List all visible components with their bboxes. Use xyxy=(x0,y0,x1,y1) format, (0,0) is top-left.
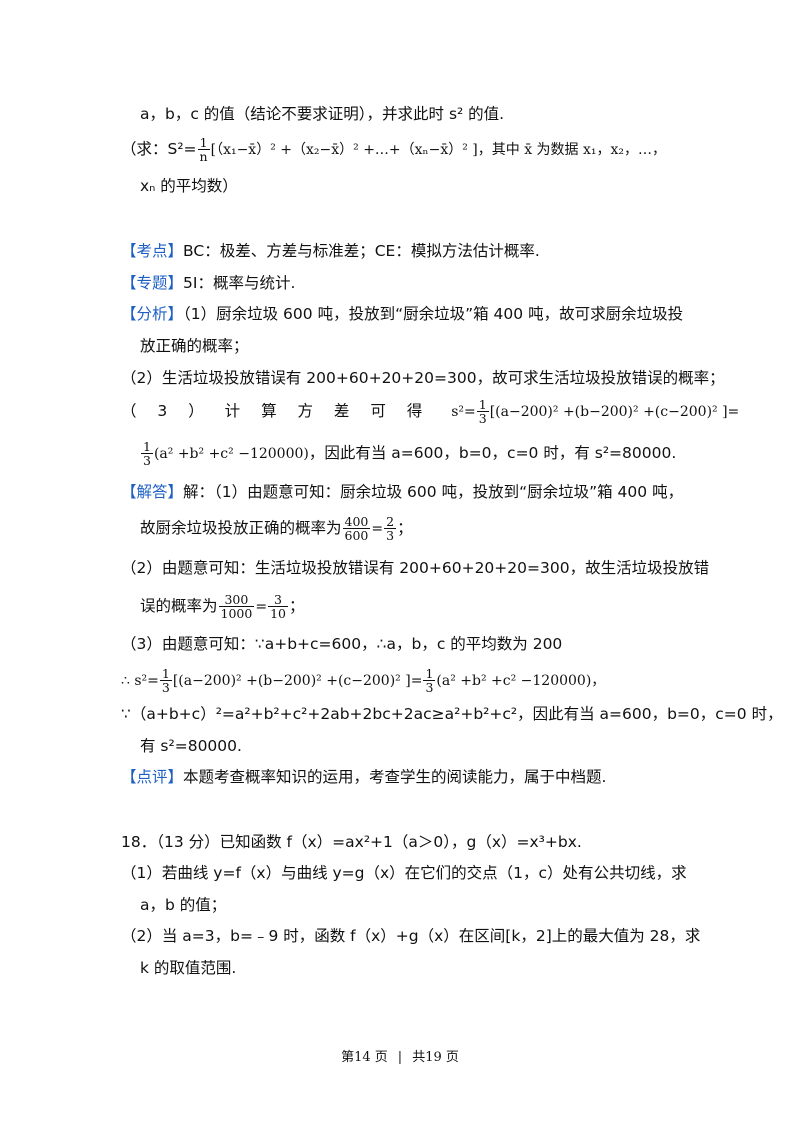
jieda-tag: 【解答】 xyxy=(121,483,184,501)
jieda-p2b: 误的概率为 xyxy=(140,597,218,615)
q18-title: 18．（13 分）已知函数 f（x）=ax²+1（a＞0），g（x）=x³+bx… xyxy=(121,833,582,851)
fenxi-p4-text: ，因此有当 a=600，b=0，c=0 时，有 s²=80000. xyxy=(308,444,677,462)
q18-part1-line1: （1）若曲线 y=f（x）与曲线 y=g（x）在它们的交点（1，c）处有公共切线… xyxy=(121,864,687,882)
fenxi-line-3: （2）生活垃圾投放错误有 200+60+20+20=300，故可求生活垃圾投放错… xyxy=(121,369,725,387)
jieda-line-1: 【解答】解：（1）由题意可知：厨余垃圾 600 吨，投放到“厨余垃圾”箱 400… xyxy=(121,481,683,503)
fenxi-p4-formula: (a² +b² +c² −120000) xyxy=(153,446,309,462)
fenxi-bracket: [(a−200)² +(b−200)² +(c−200)² ]= xyxy=(489,404,740,420)
q18-part2-line1: （2）当 a=3，b=﹣9 时，函数 f（x）+g（x）在区间[k，2]上的最大… xyxy=(121,927,701,945)
jieda-p1b: 故厨余垃圾投放正确的概率为 xyxy=(140,519,342,537)
jieda-p4-bracket: [(a−200)² +(b−200)² +(c−200)² ]= xyxy=(172,673,423,689)
dianping-text: 本题考查概率知识的运用，考查学生的阅读能力，属于中档题. xyxy=(183,768,607,786)
q18-part1-line2: a，b 的值； xyxy=(140,896,227,914)
variance-definition: [（x₁−x̄）² +（x₂−x̄）² +…+（xₙ−x̄）² ]，其中 x̄ … xyxy=(210,142,667,158)
kaodian-text: BC：极差、方差与标准差；CE：模拟方法估计概率. xyxy=(183,242,540,260)
jieda-p1a: 解：（1）由题意可知：厨余垃圾 600 吨，投放到“厨余垃圾”箱 400 吨， xyxy=(183,483,684,501)
jieda-line-7: ∵（a+b+c）²=a²+b²+c²+2ab+2bc+2ac≥a²+b²+c²，… xyxy=(121,705,783,723)
jieda-line-3: （2）由题意可知：生活垃圾投放错误有 200+60+20+20=300，故生活垃… xyxy=(121,559,710,577)
fenxi-s2: s²= xyxy=(451,404,476,420)
page-total: 共19 页 xyxy=(412,1050,459,1065)
kaodian-line: 【考点】BC：极差、方差与标准差；CE：模拟方法估计概率. xyxy=(121,240,540,262)
intro-line-1: a，b，c 的值（结论不要求证明），并求此时 s² 的值. xyxy=(140,105,505,123)
page-footer: 第14 页 | 共19 页 xyxy=(0,1046,800,1065)
kaodian-tag: 【考点】 xyxy=(121,242,184,260)
zhuanti-line: 【专题】5I：概率与统计. xyxy=(121,272,295,294)
zhuanti-tag: 【专题】 xyxy=(121,274,184,292)
fenxi-p1a: （1）厨余垃圾 600 吨，投放到“厨余垃圾”箱 400 吨，故可求厨余垃圾投 xyxy=(183,305,684,323)
fenxi-p3-lead: （ 3 ） 计 算 方 差 可 得 xyxy=(121,402,423,420)
jieda-line-8: 有 s²=80000. xyxy=(140,737,242,755)
formula-lead: （求：S²= xyxy=(121,140,197,158)
fenxi-line-1: 【分析】（1）厨余垃圾 600 吨，投放到“厨余垃圾”箱 400 吨，故可求厨余… xyxy=(121,303,683,325)
jieda-p4-tail: (a² +b² +c² −120000)， xyxy=(436,673,606,689)
jieda-p4-lead: ∴ s²= xyxy=(121,673,159,689)
intro-line-3: xₙ 的平均数） xyxy=(140,177,238,195)
page-number: 第14 页 xyxy=(341,1050,388,1065)
fenxi-tag: 【分析】 xyxy=(121,305,184,323)
dianping-tag: 【点评】 xyxy=(121,768,184,786)
fenxi-line-2: 放正确的概率； xyxy=(140,337,249,355)
q18-part2-line2: k 的取值范围. xyxy=(140,959,237,977)
dianping-line: 【点评】本题考查概率知识的运用，考查学生的阅读能力，属于中档题. xyxy=(121,766,606,788)
jieda-line-5: （3）由题意可知：∵a+b+c=600，∴a，b，c 的平均数为 200 xyxy=(121,635,563,653)
footer-separator: | xyxy=(397,1050,403,1065)
zhuanti-text: 5I：概率与统计. xyxy=(183,274,296,292)
